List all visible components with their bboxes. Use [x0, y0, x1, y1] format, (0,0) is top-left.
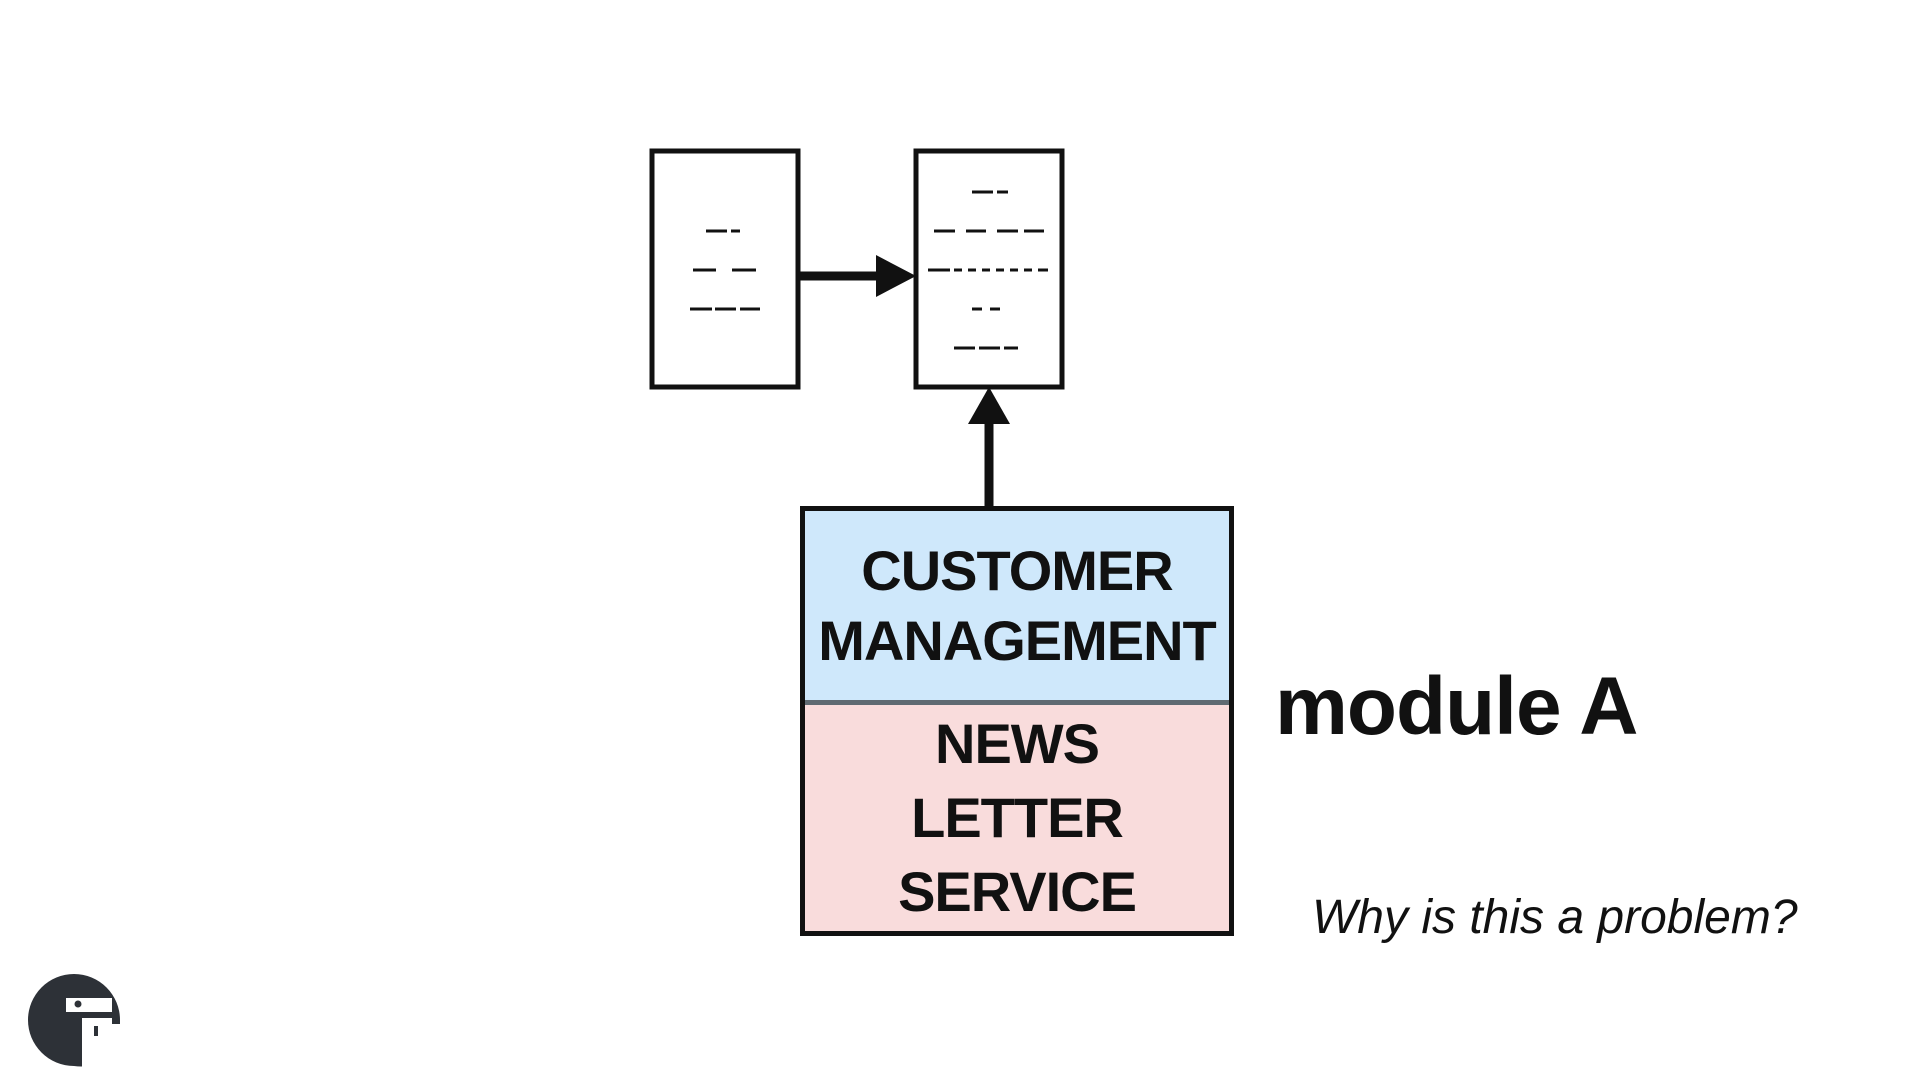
right-document-icon	[913, 148, 1065, 390]
section-label-line: SERVICE	[898, 860, 1137, 923]
module-label: module A	[1275, 661, 1639, 752]
customer-management-section: CUSTOMER MANAGEMENT	[805, 511, 1229, 705]
newsletter-service-section: NEWS LETTER SERVICE	[805, 705, 1229, 931]
company-logo-icon	[28, 974, 120, 1068]
module-box: CUSTOMER MANAGEMENT NEWS LETTER SERVICE	[800, 506, 1234, 936]
arrow-right-icon	[798, 255, 916, 297]
section-label-line: CUSTOMER	[861, 538, 1173, 602]
question-text: Why is this a problem?	[1312, 891, 1798, 944]
section-label-line: LETTER	[911, 786, 1124, 849]
section-label-line: MANAGEMENT	[818, 608, 1217, 672]
left-document-icon	[649, 148, 801, 390]
section-label-line: NEWS	[935, 712, 1100, 775]
arrow-up-icon	[968, 387, 1010, 506]
